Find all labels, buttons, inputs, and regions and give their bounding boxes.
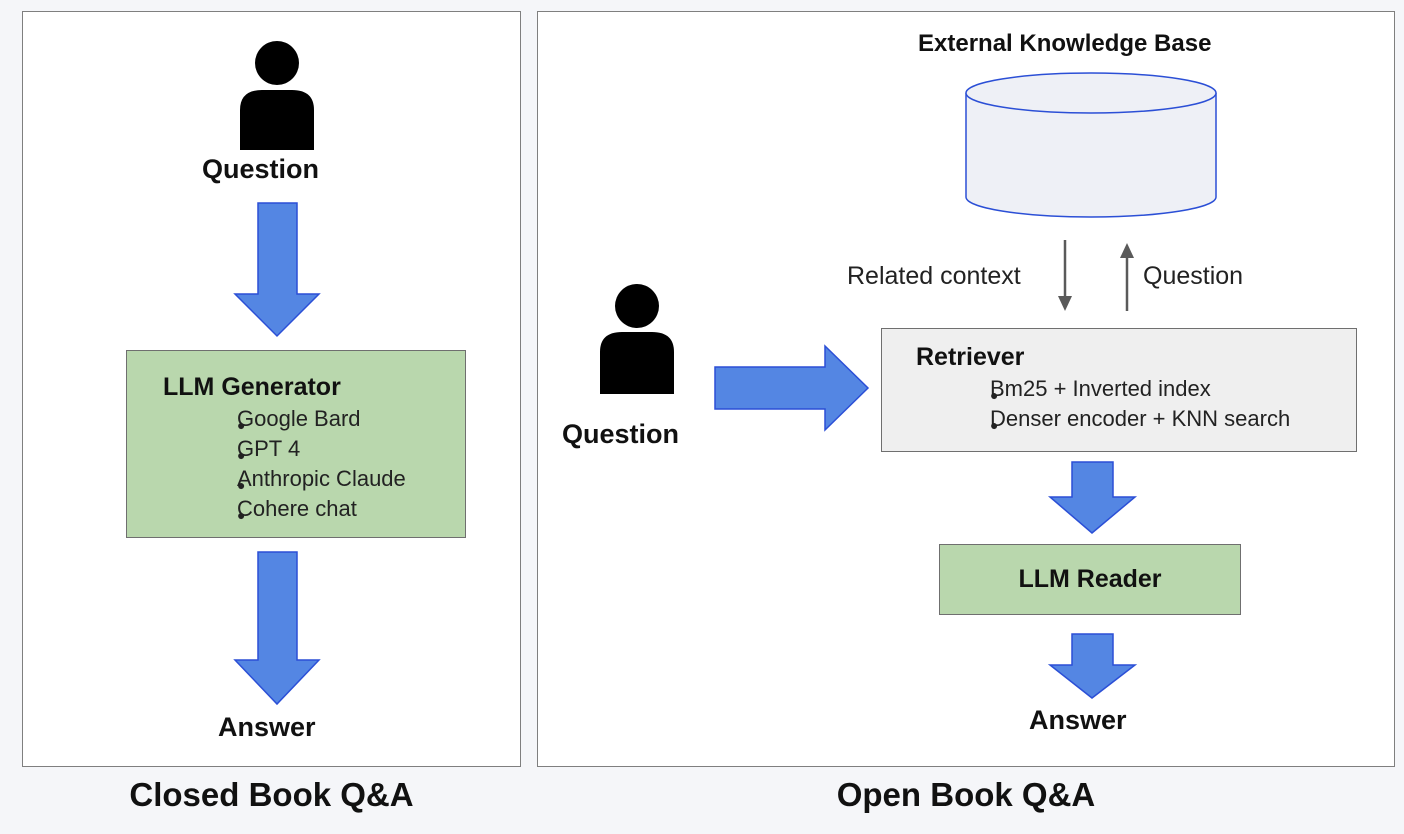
arrow-generator-to-answer — [233, 551, 321, 706]
llm-reader-box: LLM Reader — [939, 544, 1241, 615]
retriever-title: Retriever — [916, 343, 1025, 371]
closed-book-caption: Closed Book Q&A — [129, 776, 414, 813]
person-icon — [600, 284, 674, 394]
closed-question-label: Question — [202, 154, 320, 184]
llm-generator-list: Google Bard GPT 4 Anthropic Claude Coher… — [185, 404, 406, 530]
question-up-label: Question — [1143, 262, 1244, 290]
open-book-caption: Open Book Q&A — [836, 776, 1096, 813]
knowledge-base-label: External Knowledge Base — [918, 30, 1212, 57]
arrow-retriever-to-reader — [1047, 461, 1138, 534]
llm-generator-title: LLM Generator — [163, 373, 341, 401]
list-item: Anthropic Claude — [185, 464, 406, 500]
closed-answer-label: Answer — [218, 712, 316, 742]
list-item: GPT 4 — [185, 434, 406, 470]
person-icon — [240, 41, 314, 150]
llm-reader-label: LLM Reader — [1018, 565, 1162, 593]
open-answer-label: Answer — [1029, 705, 1127, 735]
retriever-box: Retriever Bm25 + Inverted index Denser e… — [881, 328, 1357, 452]
open-question-label: Question — [562, 419, 680, 449]
arrow-question-to-retriever — [714, 344, 870, 432]
database-icon — [965, 72, 1217, 218]
arrow-reader-to-answer — [1047, 633, 1138, 699]
list-item: Cohere chat — [185, 494, 406, 530]
arrow-question-up — [1120, 243, 1134, 311]
arrow-question-to-generator — [233, 202, 321, 338]
list-item: Bm25 + Inverted index — [938, 374, 1290, 410]
list-item: Google Bard — [185, 404, 406, 440]
related-context-label: Related context — [847, 262, 1021, 290]
retriever-list: Bm25 + Inverted index Denser encoder + K… — [938, 374, 1290, 440]
llm-generator-box: LLM Generator Google Bard GPT 4 Anthropi… — [126, 350, 466, 538]
arrow-related-context-down — [1058, 240, 1072, 311]
list-item: Denser encoder + KNN search — [938, 404, 1290, 440]
